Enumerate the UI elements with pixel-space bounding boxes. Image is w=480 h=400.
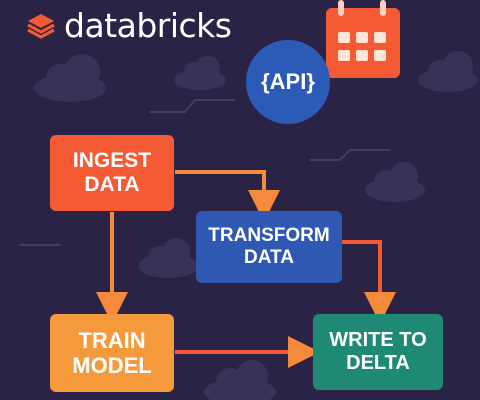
node-write-delta: WRITE TO DELTA bbox=[313, 314, 443, 390]
node-transform-line1: TRANSFORM bbox=[208, 225, 330, 247]
cloud-icon bbox=[34, 54, 106, 102]
node-write-line2: DELTA bbox=[346, 352, 410, 374]
circuit-lines bbox=[20, 99, 390, 246]
node-train-line2: MODEL bbox=[72, 353, 152, 378]
cloud-icon bbox=[174, 56, 226, 90]
cloud-icon bbox=[418, 51, 478, 92]
calendar-icon bbox=[326, 0, 400, 78]
node-train-model: TRAIN MODEL bbox=[50, 314, 174, 392]
node-transform-data: TRANSFORM DATA bbox=[196, 211, 342, 283]
databricks-stack-icon bbox=[27, 13, 55, 39]
edge-transform-write bbox=[342, 240, 396, 324]
cloud-icon bbox=[138, 238, 198, 278]
brand-name: databricks bbox=[64, 6, 232, 45]
node-train-line1: TRAIN bbox=[78, 327, 146, 353]
api-label: {API} bbox=[261, 69, 315, 94]
node-ingest-data: INGEST DATA bbox=[50, 135, 174, 211]
edge-ingest-transform bbox=[175, 170, 280, 222]
databricks-logo: databricks bbox=[26, 6, 232, 45]
api-icon: {API} bbox=[246, 40, 330, 124]
node-transform-line2: DATA bbox=[244, 247, 294, 268]
cloud-icon bbox=[204, 360, 276, 400]
node-ingest-line2: DATA bbox=[84, 173, 140, 196]
cloud-icon bbox=[365, 162, 425, 202]
node-write-line1: WRITE TO bbox=[329, 329, 427, 351]
node-ingest-line1: INGEST bbox=[72, 148, 152, 172]
